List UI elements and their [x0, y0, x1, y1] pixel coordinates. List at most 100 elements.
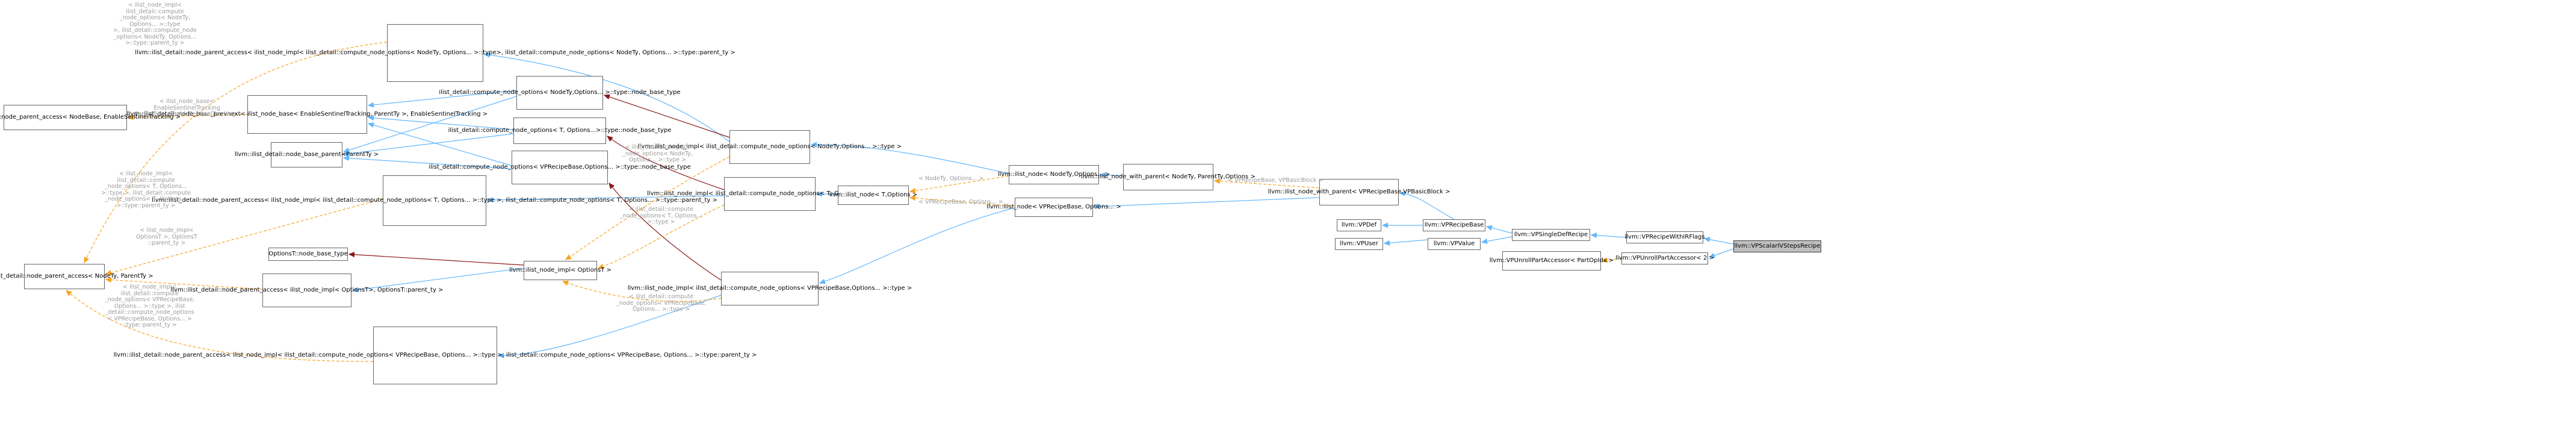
node-parent-access-top[interactable]: llvm::ilist_detail::node_parent_access< … [135, 24, 735, 82]
node-text-line: >, OptionsT::parent_ty > [368, 287, 444, 294]
edge-impl-vpr-to-npa-bot [498, 295, 722, 355]
node-parent-access-bottom[interactable]: llvm::ilist_detail::node_parent_access < … [114, 327, 757, 384]
vprecipewithirflags-class[interactable]: llvm::VPRecipeWithIRFlags [1624, 231, 1705, 243]
edge-label-text-line: ::parent_ty > [147, 240, 186, 246]
ilist-node-impl-t[interactable]: llvm::ilist_node_impl< ilist_detail::com… [647, 177, 893, 211]
edge-npa-top-to-npa-nt [84, 42, 388, 263]
vprecipebase-class[interactable]: llvm::VPRecipeBase [1423, 219, 1485, 231]
node-text-line: ::node_base_parent< [282, 151, 347, 158]
edge-label-node-parent-access-optionst: < ilist_node_impl< OptionsT >, OptionsT:… [136, 227, 197, 247]
node-text-line: llvm::VPRecipeWithIRFlags [1624, 234, 1705, 241]
edge-nwp-vpr-to-nwp-t [1215, 181, 1320, 189]
edge-impl-t-to-npa-mid [488, 195, 725, 200]
edge-label-impl-t: < ilist_detail::compute_node_options< T,… [620, 206, 702, 226]
vpunrollpartaccessor-2[interactable]: llvm::VPUnrollPartAccessor< 2 > [1615, 252, 1714, 264]
node-text-line: ::type::parent_ty > [678, 49, 735, 57]
node-text-line: OptionsT::node_base_type [268, 251, 348, 258]
ilist-node-with-parent-vprecipebase[interactable]: llvm::ilist_node_with_parent< VPRecipeBa… [1268, 179, 1450, 205]
ilist-node-with-parent-template[interactable]: llvm::ilist_node_with_parent< NodeTy, Pa… [1081, 164, 1255, 190]
edge-label-impl-vprecipebase: < ilist_detail::compute_node_options< VP… [616, 293, 706, 313]
edge-label-text-line: _options< NodeTy, Options... [113, 33, 197, 40]
edge-vpsdr-to-vprb [1487, 227, 1512, 234]
node-text-line: ::node_base_prevnext [174, 111, 241, 118]
node-text-line: llvm::ilist_detail [170, 287, 218, 294]
node-text-line: < NodeBase, EnableSentinelTracking > [62, 114, 181, 121]
compute-node-options-nodety[interactable]: ilist_detail::compute_node_options< Node… [439, 76, 681, 110]
ilist-node-impl-vprecipebase[interactable]: llvm::ilist_node_impl< ilist_detail::com… [628, 272, 912, 305]
edge-label-text-line: _node_options< T, Options... [620, 212, 702, 219]
ilist-node-nodety[interactable]: llvm::ilist_node< NodeTy,Options... > [998, 165, 1110, 184]
node-text-line: Options... >::type > [841, 143, 902, 151]
edge-impl-t-to-cno-t [607, 136, 725, 190]
node-text-line: llvm::ilist_node< VPRecipe [986, 204, 1067, 211]
edge-label-text-line: _node_options< NodeTy, [622, 150, 693, 157]
node-text-line: ilist_detail::compute [448, 127, 510, 134]
node-text-line: Options > [887, 192, 918, 199]
node-base-parent[interactable]: llvm::ilist_detail::node_base_parent<Par… [235, 142, 379, 167]
node-text-line: llvm::VPRecipeBase [1424, 222, 1484, 229]
vpunrollpartaccessor-template[interactable]: llvm::VPUnrollPartAccessor< PartOpIdx > [1490, 251, 1614, 271]
node-text-line: Options... > [1074, 171, 1110, 178]
compute-node-options-t[interactable]: ilist_detail::compute_node_options< T, O… [448, 117, 671, 144]
edge-label-text-line: _detail::compute_node_options [105, 309, 194, 316]
edge-node-vpr-to-node-t [910, 198, 1015, 207]
node-text-line: llvm::ilist_detail [126, 111, 175, 118]
node-text-line: ::node_parent_access [22, 273, 88, 280]
vpdef-class[interactable]: llvm::VPDef [1337, 219, 1381, 231]
edge-label-text-line: < VPRecipeBase, Options... > [918, 199, 1003, 205]
edge-label-text-line: < VPRecipeBase, Options... > [107, 315, 193, 322]
node-parent-access-optionst[interactable]: llvm::ilist_detail::node_parent_access< … [171, 274, 443, 307]
node-parent-access-nodety[interactable]: llvm::ilist_detail::node_parent_access< … [0, 264, 153, 289]
edge-label-with-parent-vprecipebase: < VPRecipeBase, VPBasicBlock > [1228, 177, 1323, 184]
node-text-line: ::node_parent_access [199, 197, 264, 204]
node-text-line: _detail::compute_node_options [294, 352, 389, 359]
vpsingledefrecipe-class[interactable]: llvm::VPSingleDefRecipe [1512, 229, 1590, 241]
vpscalarivstepsrecipe-root[interactable]: llvm::VPScalarIVStepsRecipe [1733, 240, 1821, 252]
ilist-node-t[interactable]: llvm::ilist_node< T,Options > [829, 186, 917, 205]
vpuser-class[interactable]: llvm::VPUser [1335, 238, 1383, 250]
node-text-line: llvm::ilist_node_impl [647, 190, 709, 198]
node-text-line: < ilist_node_base< EnableSentinel [240, 111, 345, 118]
node-text-line: _node_options< VPRecipeBase, [489, 164, 584, 171]
node-text-line: >, ilist_detail::compute_node [496, 49, 584, 57]
node-text-line: llvm::VPScalarIVStepsRecipe [1734, 243, 1821, 250]
ilist-node-impl-nodety[interactable]: llvm::ilist_node_impl< ilist_detail::com… [638, 130, 902, 164]
node-text-line: < NodeTy, ParentTy > [88, 273, 153, 280]
edge-label-node-nodety: < NodeTy, Options... > [918, 175, 983, 183]
optionst-node-base-type[interactable]: OptionsT::node_base_type [268, 248, 348, 261]
edge-impl-nt-to-npa-top [485, 54, 730, 142]
vpvalue-class[interactable]: llvm::VPValue [1428, 238, 1481, 250]
edge-label-text-line: _node_options< T, Options... [105, 196, 187, 202]
edge-node-vpr-to-impl-vpr [820, 207, 1015, 283]
node-text-line: _node_options< NodeTy, [500, 89, 574, 96]
edge-label-text-line: < ilist_detail::compute [628, 206, 694, 213]
node-text-line: Options... >::type::node [584, 164, 657, 171]
edge-nbp-to-npa-nb [128, 114, 248, 117]
node-text-line: Tracking > [455, 111, 488, 118]
node-base-prevnext[interactable]: llvm::ilist_detail::node_base_prevnext< … [127, 95, 488, 134]
edge-vprb-to-nwp-vpr [1400, 193, 1455, 220]
node-text-line: llvm::ilist_detail [113, 352, 161, 359]
node-text-line: llvm::VPUser [1340, 240, 1378, 248]
edge-label-text-line: Options... >::type >, ilist [114, 302, 185, 310]
node-text-line: Base, Options... > [1067, 204, 1121, 211]
edge-npa-opt-to-npa-nt [106, 280, 263, 290]
node-text-line: ::node_parent_access [161, 352, 226, 359]
ilist-node-impl-optionst[interactable]: llvm::ilist_node_impl< OptionsT > [509, 261, 611, 280]
edge-root-to-vpupa2 [1709, 248, 1734, 257]
node-text-line: Options... >::type > [851, 285, 912, 292]
compute-node-options-vprecipebase[interactable]: ilist_detail::compute_node_options< VPRe… [429, 151, 691, 184]
node-text-line: ilist_detail::compute [439, 89, 500, 96]
edge-label-text-line: < ilist_node_base< [159, 98, 215, 105]
node-text-line: < PartOpIdx > [1570, 257, 1614, 264]
node-text-line: llvm::ilist_node_impl [509, 267, 571, 274]
node-parent-access-nodebase[interactable]: llvm::ilist_detail::node_parent_access< … [0, 105, 181, 130]
edge-label-text-line: , ParentTy >, EnableSentinelTracking > [131, 111, 243, 117]
node-text-line: < VPRecipeBase, Options... > [388, 352, 478, 359]
node-parent-access-mid[interactable]: llvm::ilist_detail::node_parent_access< … [152, 175, 717, 226]
node-text-line: < ilist_detail::compute [689, 285, 757, 292]
node-text-line: ParentTy > [346, 151, 379, 158]
node-text-line: ::type >, ilist_detail::compute [477, 352, 568, 359]
edge-label-node-parent-access-mid: < ilist_node_impl< ilist_detail::compute… [101, 170, 191, 209]
